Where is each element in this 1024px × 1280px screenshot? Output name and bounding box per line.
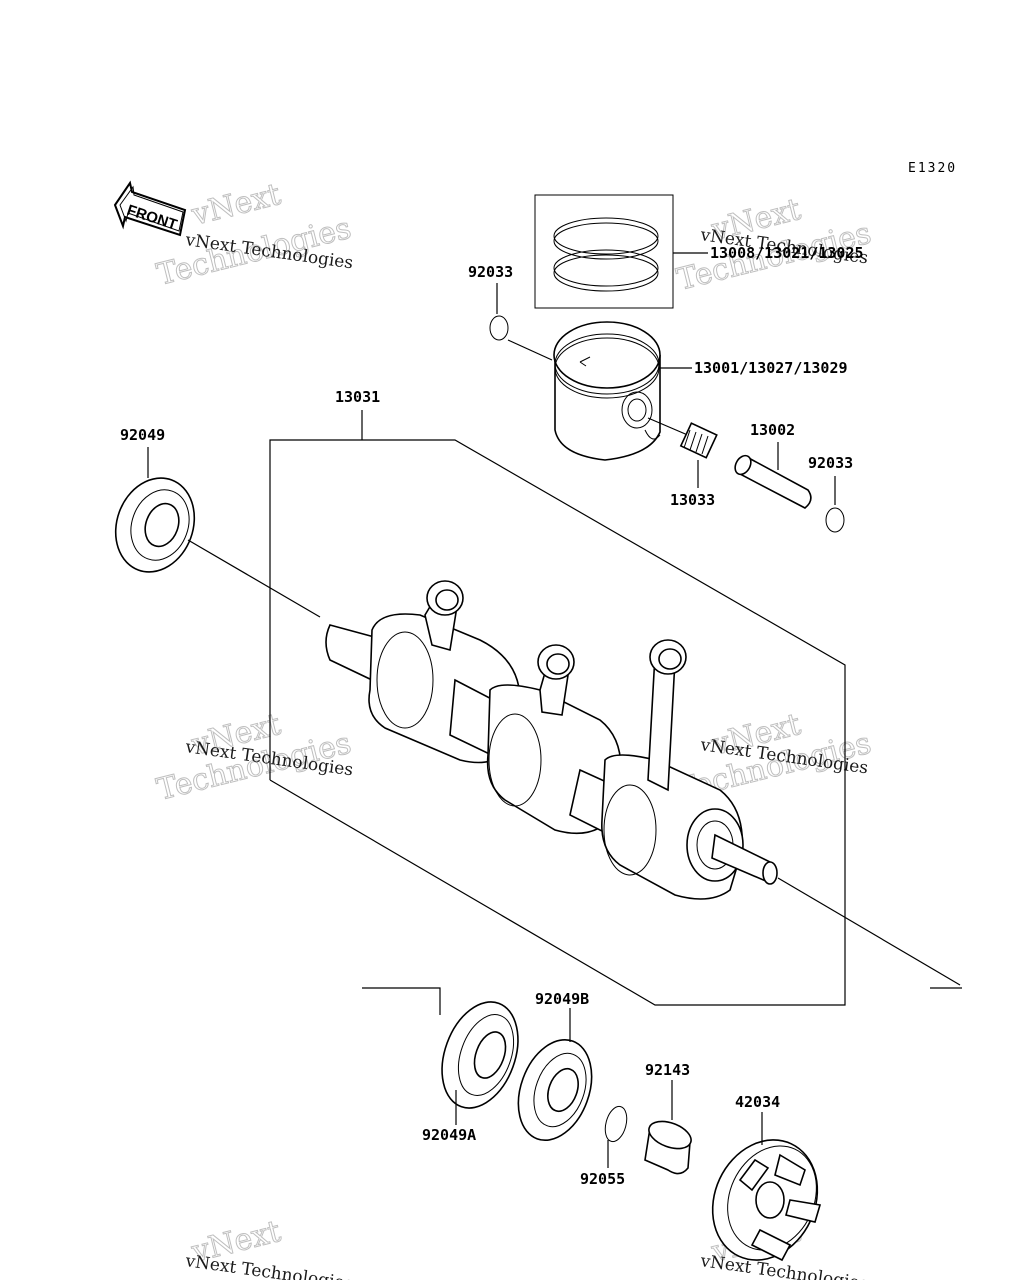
label-needle-bearing: 13033 — [670, 491, 715, 509]
piston — [553, 321, 692, 461]
crankshaft-bracket — [269, 410, 846, 1006]
label-coupling: 42034 — [735, 1093, 780, 1111]
clip-left — [489, 283, 553, 361]
svg-text:vNext: vNext — [187, 177, 284, 233]
label-rings: 13008/13021/13025 — [710, 244, 864, 262]
svg-text:vNext Technologies: vNext Technologies — [183, 1251, 354, 1280]
label-o-ring: 92055 — [580, 1170, 625, 1188]
crankshaft — [325, 580, 962, 989]
label-piston: 13001/13027/13029 — [694, 359, 848, 377]
front-arrow-icon: FRONT — [113, 180, 187, 237]
needle-bearing — [647, 417, 718, 488]
label-crankshaft: 13031 — [335, 388, 380, 406]
label-clip-left: 92033 — [468, 263, 513, 281]
seal-b — [517, 1008, 593, 1142]
diagram-code: E1320 — [908, 161, 957, 176]
label-piston-pin: 13002 — [750, 421, 795, 439]
piston-pin — [734, 442, 812, 509]
label-collar: 92143 — [645, 1061, 690, 1079]
label-seal-left: 92049 — [120, 426, 165, 444]
label-seal-b: 92049B — [535, 990, 589, 1008]
seal-left — [114, 447, 321, 618]
label-seal-a: 92049A — [422, 1126, 476, 1144]
clip-right — [825, 476, 845, 533]
lower-bracket — [362, 987, 441, 1015]
seal-a — [441, 1001, 519, 1125]
o-ring — [604, 1105, 628, 1168]
coupling — [711, 1112, 822, 1262]
piston-rings — [534, 194, 708, 309]
label-clip-right: 92033 — [808, 454, 853, 472]
collar — [644, 1080, 692, 1175]
